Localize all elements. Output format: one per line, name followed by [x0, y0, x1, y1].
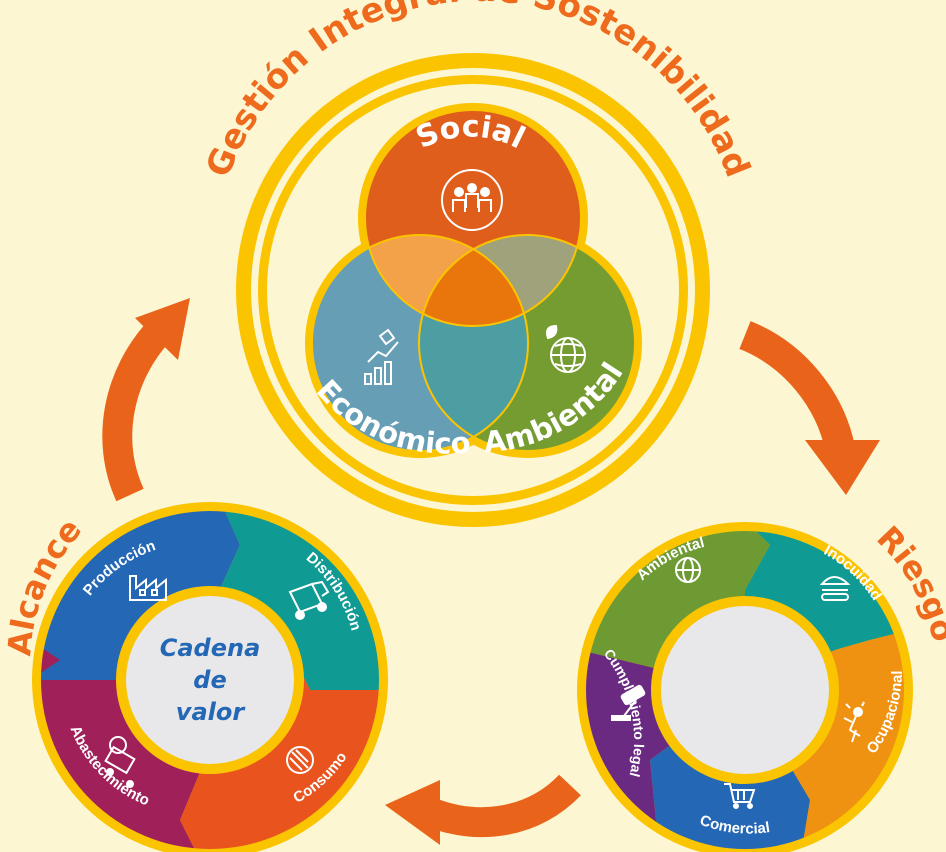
injury-icon	[843, 701, 865, 743]
burger-icon	[819, 576, 851, 601]
cycle-arrow-bottom	[385, 774, 581, 845]
venn-diagram: Social Económico Ambiental	[305, 103, 642, 461]
alcance-center-line2: de	[193, 666, 226, 694]
gavel-icon	[611, 684, 646, 721]
delivery-truck-icon	[104, 736, 136, 788]
factory-icon	[129, 575, 167, 601]
globe-leaf-icon	[546, 324, 586, 373]
growth-chart-icon	[364, 328, 399, 385]
cycle-arrow-right	[739, 321, 880, 495]
truck-icon	[288, 580, 330, 620]
people-cycle-icon	[441, 169, 503, 231]
alcance-center-line1: Cadena	[160, 634, 261, 662]
alcance-center-line3: valor	[176, 698, 247, 726]
food-icon	[286, 746, 314, 774]
riesgo-wheel: Ambiental Inocuidad Ocupacional Comercia…	[577, 518, 946, 852]
cart-icon	[724, 783, 756, 809]
cycle-arrow-left	[102, 298, 190, 502]
globe-icon	[675, 557, 701, 583]
alcance-wheel: Cadena de valor Producción Distribución …	[0, 502, 388, 852]
